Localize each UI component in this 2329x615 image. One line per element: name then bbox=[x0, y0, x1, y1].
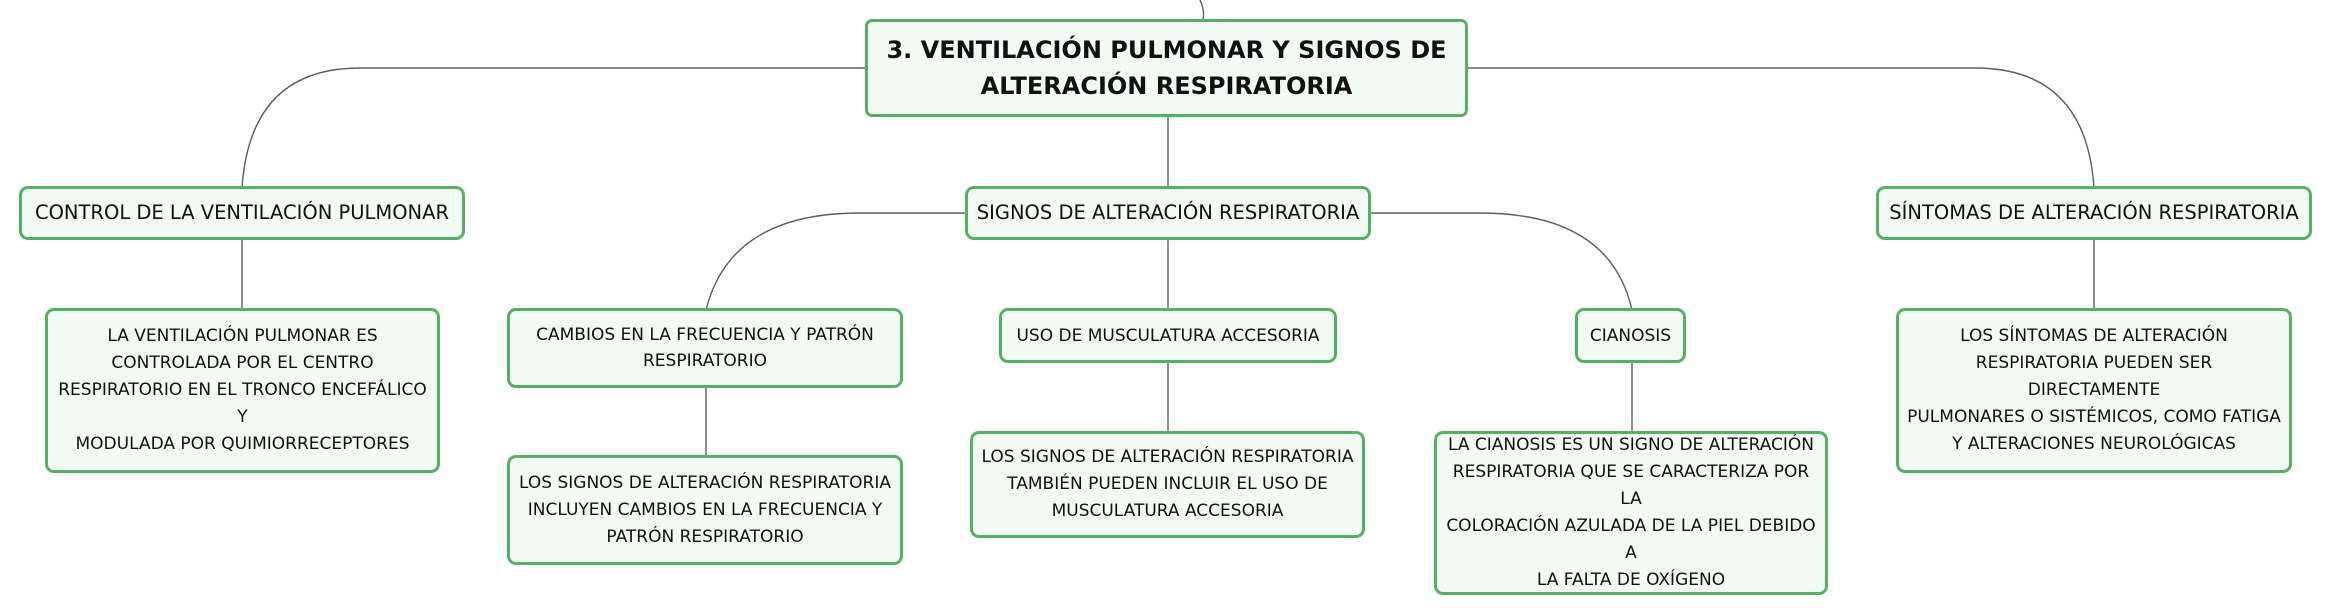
topic-control-label: CONTROL DE LA VENTILACIÓN PULMONAR bbox=[34, 201, 450, 224]
connector-signs-cyanosis bbox=[1370, 212, 1633, 311]
topic-control-node[interactable]: CONTROL DE LA VENTILACIÓN PULMONAR bbox=[19, 186, 465, 240]
subtopic-muscles-node[interactable]: USO DE MUSCULATURA ACCESORIA bbox=[999, 308, 1337, 363]
frequency-detail-node[interactable]: LOS SIGNOS DE ALTERACIÓN RESPIRATORIA IN… bbox=[507, 455, 903, 565]
control-detail-text: LA VENTILACIÓN PULMONAR ES CONTROLADA PO… bbox=[58, 326, 427, 454]
topic-signs-node[interactable]: SIGNOS DE ALTERACIÓN RESPIRATORIA bbox=[965, 186, 1371, 240]
connector-root-symptoms bbox=[1467, 67, 2095, 189]
muscles-detail-node[interactable]: LOS SIGNOS DE ALTERACIÓN RESPIRATORIA TA… bbox=[970, 431, 1365, 538]
connector-signs-frequency bbox=[705, 212, 966, 311]
connector-root-control bbox=[241, 67, 866, 189]
control-detail-node[interactable]: LA VENTILACIÓN PULMONAR ES CONTROLADA PO… bbox=[45, 308, 440, 473]
topic-symptoms-node[interactable]: SÍNTOMAS DE ALTERACIÓN RESPIRATORIA bbox=[1876, 186, 2312, 240]
subtopic-muscles-label: USO DE MUSCULATURA ACCESORIA bbox=[1016, 325, 1320, 346]
cyanosis-detail-text: LA CIANOSIS ES UN SIGNO DE ALTERACIÓN RE… bbox=[1446, 435, 1816, 590]
subtopic-frequency-node[interactable]: CAMBIOS EN LA FRECUENCIA Y PATRÓN RESPIR… bbox=[507, 308, 903, 388]
cyanosis-detail-node[interactable]: LA CIANOSIS ES UN SIGNO DE ALTERACIÓN RE… bbox=[1434, 431, 1828, 595]
topic-symptoms-label: SÍNTOMAS DE ALTERACIÓN RESPIRATORIA bbox=[1889, 201, 2299, 224]
connector-incoming bbox=[1199, 0, 1205, 21]
symptoms-detail-text: LOS SÍNTOMAS DE ALTERACIÓN RESPIRATORIA … bbox=[1907, 326, 2281, 454]
subtopic-frequency-label: CAMBIOS EN LA FRECUENCIA Y PATRÓN RESPIR… bbox=[536, 325, 874, 371]
root-topic-node[interactable]: 3. VENTILACIÓN PULMONAR Y SIGNOS DE ALTE… bbox=[865, 19, 1468, 117]
frequency-detail-text: LOS SIGNOS DE ALTERACIÓN RESPIRATORIA IN… bbox=[519, 472, 891, 547]
subtopic-cyanosis-label: CIANOSIS bbox=[1589, 325, 1672, 346]
subtopic-cyanosis-node[interactable]: CIANOSIS bbox=[1575, 308, 1686, 363]
root-topic-title: 3. VENTILACIÓN PULMONAR Y SIGNOS DE ALTE… bbox=[886, 36, 1447, 100]
topic-signs-label: SIGNOS DE ALTERACIÓN RESPIRATORIA bbox=[976, 201, 1360, 224]
symptoms-detail-node[interactable]: LOS SÍNTOMAS DE ALTERACIÓN RESPIRATORIA … bbox=[1896, 308, 2292, 473]
muscles-detail-text: LOS SIGNOS DE ALTERACIÓN RESPIRATORIA TA… bbox=[981, 447, 1354, 521]
